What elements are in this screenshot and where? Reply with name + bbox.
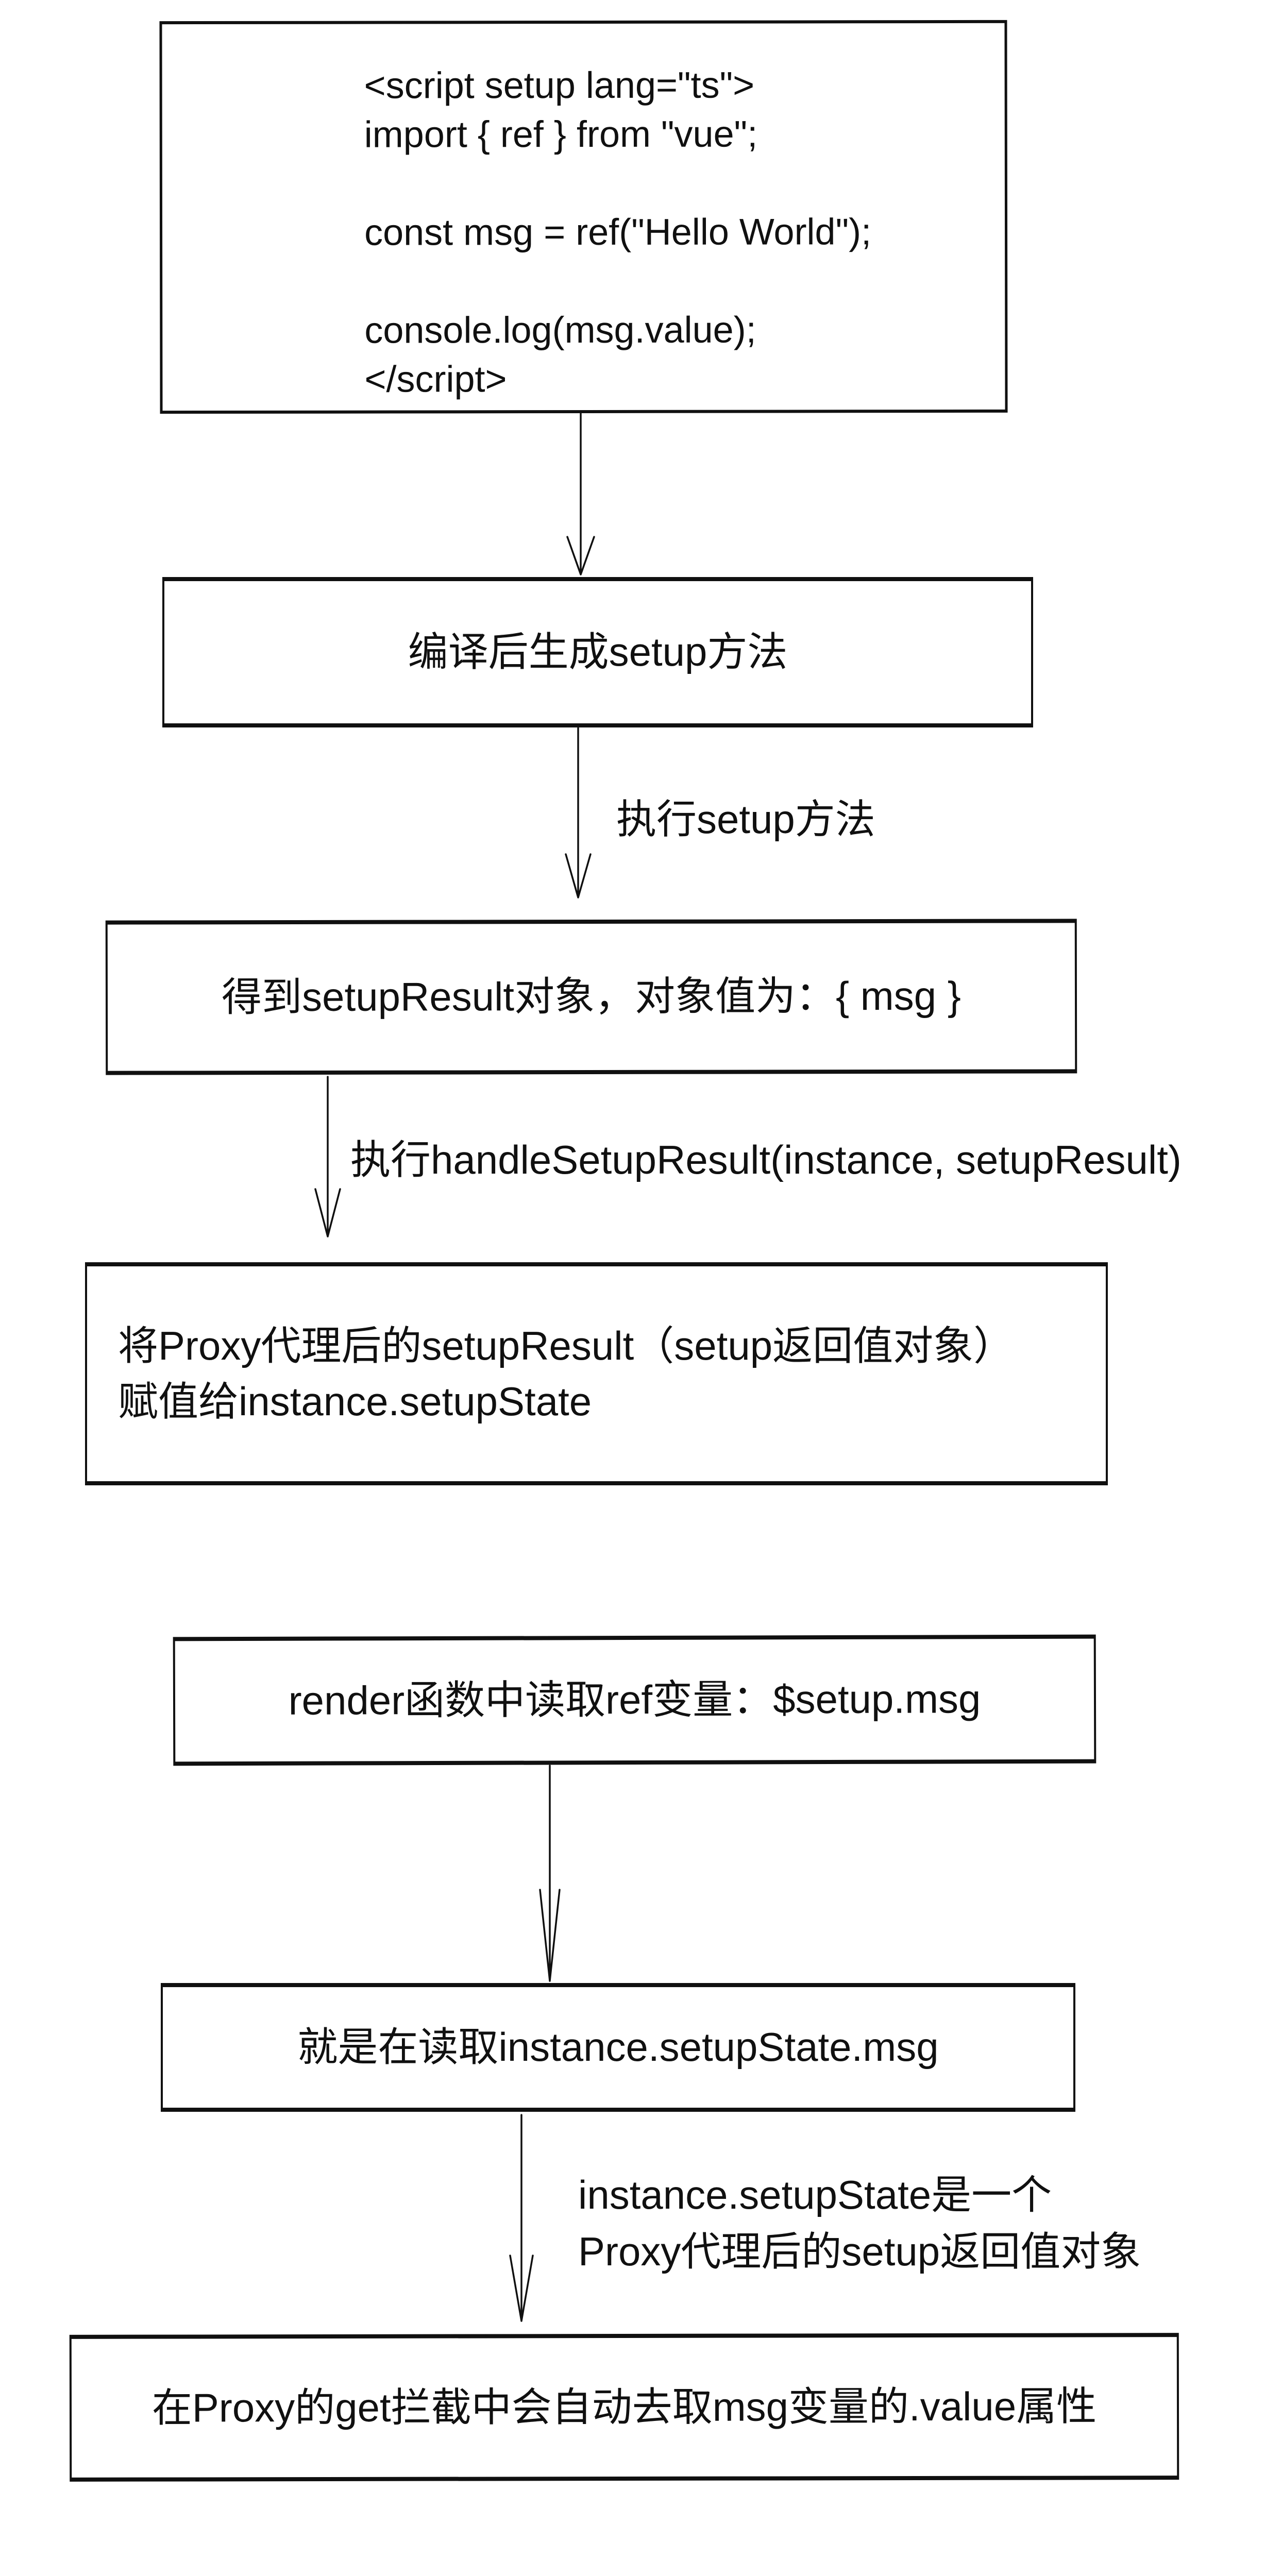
node-source-code: <script setup lang="ts"> import { ref } … [159, 20, 1008, 414]
node-proxy-get-intercept-label: 在Proxy的get拦截中会自动去取msg变量的.value属性 [151, 2383, 1097, 2431]
arrow-result-to-assign [314, 1076, 341, 1238]
edge-label-proxy-note-read-line1: instance.setupState是一个 [578, 2172, 1052, 2217]
node-render-read: render函数中读取ref变量：$setup.msg [173, 1634, 1097, 1766]
node-assign-setup-state: 将Proxy代理后的setupResult（setup返回值对象） 赋值给ins… [85, 1262, 1108, 1485]
arrow-read-to-readstate [539, 1765, 561, 1982]
arrow-compile-to-result [565, 727, 592, 899]
node-read-setup-state: 就是在读取instance.setupState.msg [161, 1983, 1075, 2112]
node-assign-setup-state-line2: 赋值给instance.setupState [118, 1378, 592, 1424]
node-compile-setup: 编译后生成setup方法 [162, 577, 1033, 727]
node-proxy-get-intercept: 在Proxy的get拦截中会自动去取msg变量的.value属性 [69, 2333, 1179, 2482]
node-render-read-label: render函数中读取ref变量：$setup.msg [288, 1676, 981, 1723]
node-assign-setup-state-line1: 将Proxy代理后的setupResult（setup返回值对象） [118, 1323, 1014, 1368]
edge-label-handle-setup-result: 执行handleSetupResult(instance, setupResul… [350, 1137, 1182, 1182]
edge-label-proxy-note-read-line2: Proxy代理后的setup返回值对象 [578, 2229, 1141, 2274]
arrow-code-to-compile [566, 412, 595, 575]
node-read-setup-state-label: 就是在读取instance.setupState.msg [297, 2024, 939, 2070]
arrow-readstate-to-proxyget [509, 2114, 534, 2322]
node-setup-result: 得到setupResult对象，对象值为：{ msg } [105, 919, 1077, 1075]
source-code-text: <script setup lang="ts"> import { ref } … [364, 64, 872, 400]
node-setup-result-label: 得到setupResult对象，对象值为：{ msg } [222, 973, 961, 1020]
edge-label-run-setup: 执行setup方法 [616, 796, 875, 842]
edge-label-proxy-note-read: instance.setupState是一个 Proxy代理后的setup返回值… [578, 2166, 1141, 2280]
node-compile-setup-label: 编译后生成setup方法 [408, 629, 788, 675]
